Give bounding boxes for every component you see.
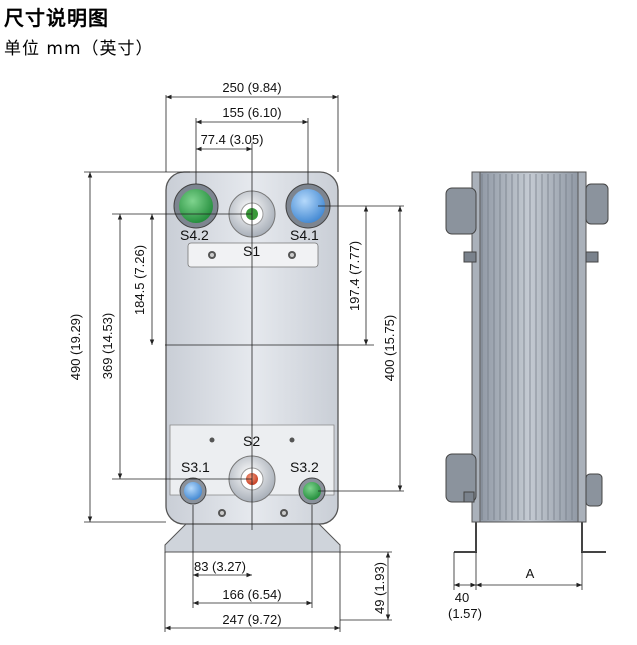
screw-icon xyxy=(280,509,288,517)
dim-height-184: 184.5 (7.26) xyxy=(132,245,147,315)
unit-note: 单位 mm（英寸） xyxy=(4,39,154,59)
dim-height-total: 490 (19.29) xyxy=(68,314,83,381)
dim-top-width: 250 (9.84) xyxy=(222,80,281,95)
dim-bottom-166: 166 (6.54) xyxy=(222,587,281,602)
front-dimensions xyxy=(84,94,404,632)
bolt-icon xyxy=(463,491,475,503)
side-connection-top-right xyxy=(585,183,609,225)
dim-foot-height: 49 (1.93) xyxy=(372,562,387,614)
dim-side-a: A xyxy=(526,566,535,581)
plate-lines xyxy=(481,174,573,520)
side-dimensions xyxy=(453,552,583,590)
side-connection-top-left xyxy=(445,187,477,235)
front-view: S4.2 S4.1 S1 S2 S3.1 S3.2 xyxy=(164,171,341,553)
port-s32 xyxy=(298,477,326,505)
dim-center-to-port: 77.4 (3.05) xyxy=(201,132,264,147)
front-dimension-labels: 250 (9.84) 155 (6.10) 77.4 (3.05) 490 (1… xyxy=(68,80,397,627)
dim-height-400: 400 (15.75) xyxy=(382,315,397,382)
port-s41 xyxy=(285,183,331,229)
screw-icon xyxy=(208,251,216,259)
label-s42: S4.2 xyxy=(180,227,209,243)
side-view xyxy=(445,171,609,553)
side-connection-bottom-right xyxy=(585,473,603,507)
label-s31: S3.1 xyxy=(181,459,210,475)
port-s31 xyxy=(179,477,207,505)
dim-height-369: 369 (14.53) xyxy=(100,313,115,380)
page-title: 尺寸说明图 xyxy=(4,6,109,30)
dim-height-197: 197.4 (7.77) xyxy=(347,241,362,311)
screw-icon xyxy=(288,251,296,259)
top-insert-plate xyxy=(187,242,319,268)
screw-icon xyxy=(289,437,295,443)
bolt-icon xyxy=(463,251,477,263)
dim-bottom-83: 83 (3.27) xyxy=(194,559,246,574)
label-s32: S3.2 xyxy=(290,459,319,475)
front-end-plate xyxy=(471,171,481,523)
dim-side-40: 40 xyxy=(455,590,469,605)
dim-port-spacing: 155 (6.10) xyxy=(222,105,281,120)
side-connection-bottom-left xyxy=(445,453,477,503)
screw-icon xyxy=(209,437,215,443)
dim-bottom-247: 247 (9.72) xyxy=(222,612,281,627)
dim-side-40-inch: (1.57) xyxy=(448,606,482,621)
bolt-icon xyxy=(585,251,599,263)
label-s41: S4.1 xyxy=(290,227,319,243)
screw-icon xyxy=(218,509,226,517)
rear-end-plate xyxy=(577,171,587,523)
side-dimension-labels: 40 (1.57) A xyxy=(448,566,535,621)
port-s42 xyxy=(173,183,219,229)
